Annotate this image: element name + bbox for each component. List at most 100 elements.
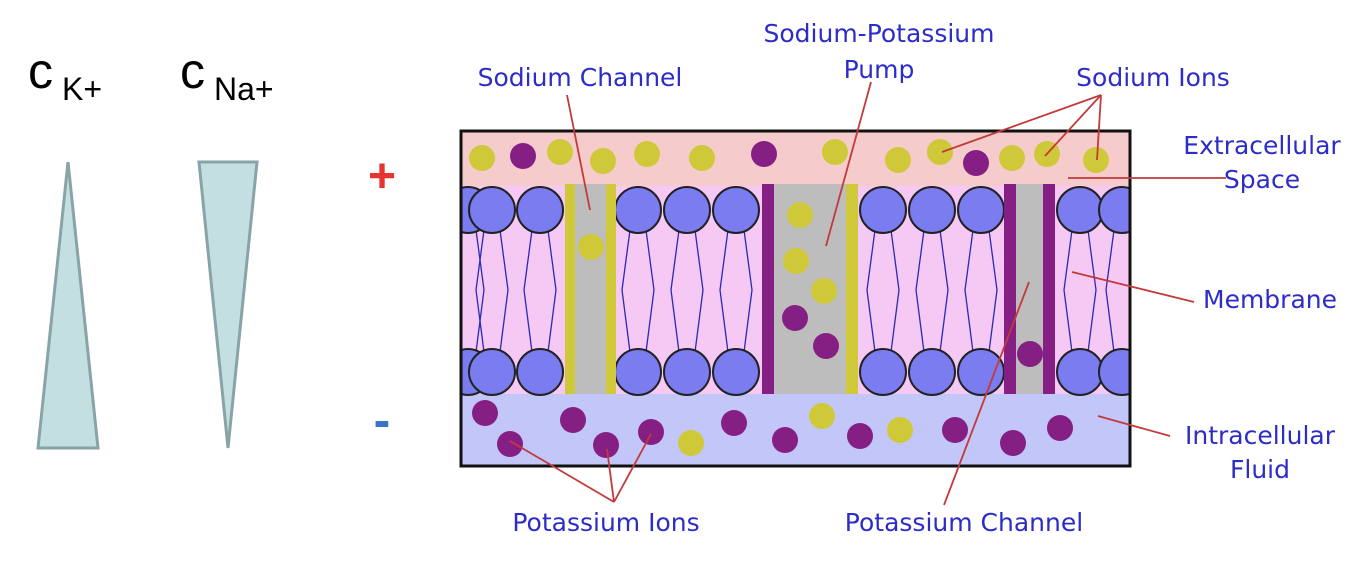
labels: Sodium Channel Sodium-Potassium Pump Sod… [478,19,1342,537]
phospholipid-tail [694,229,704,353]
sodium-ion [783,248,809,274]
phospholipid-tail [866,229,876,353]
phospholipid-tail [743,229,753,353]
potassium-ions-label: Potassium Ions [512,508,699,537]
potassium-ion [847,423,873,449]
potassium-ion [472,400,498,426]
sodium-ion [927,139,953,165]
pump-pointer [825,81,872,247]
sodium-ions-label: Sodium Ions [1076,63,1230,92]
membrane-label: Membrane [1203,285,1337,314]
phospholipid-tail [915,229,925,353]
potassium-ion [751,141,777,167]
potassium-ion [1017,341,1043,367]
potassium-ion [497,431,523,457]
phospholipid-head [712,348,760,396]
sodium-ion [1083,147,1109,173]
potassium-ion [963,150,989,176]
potassium-ion [593,432,619,458]
membrane-pointer [1071,271,1195,303]
phospholipid-tail [719,229,729,353]
sodium-ion [590,148,616,174]
k-concentration-symbol: c [28,43,53,99]
phospholipid-tail [988,229,998,353]
phospholipid-head [908,186,956,234]
annotation-lines [509,81,1226,506]
phospholipid-head [957,186,1005,234]
potassium-ion [813,333,839,359]
extracellular-label-line2: Space [1224,165,1300,194]
pump-label-line1: Sodium-Potassium [764,19,995,48]
potassium-ion [1047,415,1073,441]
phospholipid-head [908,348,956,396]
phospholipid-tail [452,230,460,352]
phospholipid-head [614,348,662,396]
potassium-ion [772,427,798,453]
phospholipid-tail [890,229,900,353]
sodium-ion [678,430,704,456]
k-concentration-subscript: K+ [62,71,102,107]
phospholipid-head [516,186,564,234]
phospholipid-tail [523,229,533,353]
phospholipid-head [663,186,711,234]
intracellular-label-line1: Intracellular [1185,421,1336,450]
phospholipid-head [859,186,907,234]
sodium-ion [887,417,913,443]
sodium-ion [999,145,1025,171]
potassium-ion [560,407,586,433]
phospholipid-head [1056,186,1104,234]
potassium-ion [942,417,968,443]
phospholipid-head [614,186,662,234]
sodium-ions-pointer [941,94,1102,153]
potassium-channel-pointer [943,281,1030,506]
sodium-potassium-pump [762,184,858,394]
phospholipid-tail [939,229,949,353]
sodium-ion [689,145,715,171]
sodium-ion [578,234,604,260]
phospholipid-head [859,348,907,396]
intracellular-region [461,394,1130,466]
na-concentration-symbol: c [180,43,205,99]
na-concentration-subscript: Na+ [214,71,274,107]
phospholipid-tail [499,229,509,353]
phospholipid-tail [964,229,974,353]
potassium-ions-pointer [613,433,652,503]
phospholipid-tails [452,229,1130,353]
phospholipid-tail [475,229,485,353]
extracellular-label-line1: Extracellular [1183,131,1341,160]
phospholipid-tail [621,229,631,353]
phospholipid-head [1098,186,1130,234]
potassium-channel [1004,184,1055,394]
intracellular-label-line2: Fluid [1230,455,1290,484]
positive-sign: + [368,150,396,203]
membrane-cross-section [452,131,1130,466]
phospholipid-tail [670,229,680,353]
concentration-gradients: c K+ c Na+ [28,43,274,450]
ions [469,139,1109,458]
potassium-ion [510,143,536,169]
phospholipid-head [468,348,516,396]
sodium-ion [809,403,835,429]
phospholipid-head [712,186,760,234]
sodium-channel-pointer [566,94,591,211]
sodium-ions-pointer [1096,94,1102,161]
phospholipid-tail [547,229,557,353]
sodium-ion [787,202,813,228]
intracellular-pointer [1097,415,1171,437]
phospholipid-head [663,348,711,396]
potassium-ions-pointer [606,448,615,503]
sodium-channel [565,184,616,394]
phospholipid-head [1098,348,1130,396]
negative-sign: - [374,392,391,448]
phospholipid-tail [475,229,485,353]
potassium-ion [721,410,747,436]
phospholipid-tail [1063,229,1073,353]
pump-label-line2: Pump [844,55,915,84]
potassium-ion [1000,430,1026,456]
potassium-ion [638,419,664,445]
phospholipid-head [957,348,1005,396]
phospholipid-tail [1105,229,1115,353]
potassium-ion [782,305,808,331]
phospholipid-head [468,186,516,234]
